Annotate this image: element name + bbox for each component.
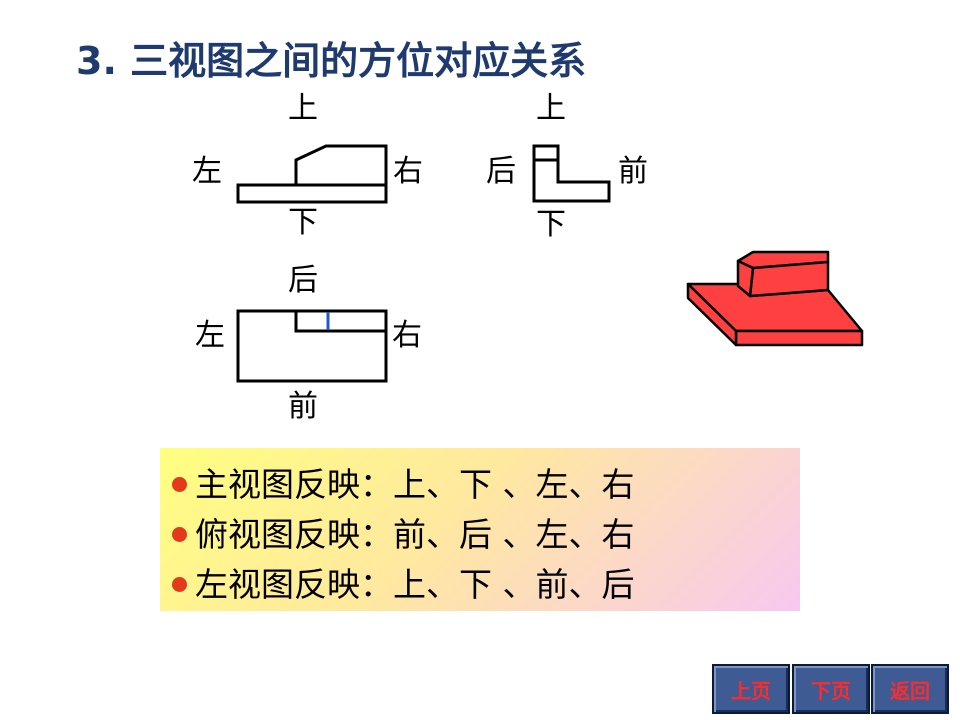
- bullet-icon: [172, 576, 187, 592]
- side-view-top-label: 上: [536, 91, 566, 126]
- front-view-block: [294, 144, 388, 185]
- page-title: 3. 三视图之间的方位对应关系: [76, 39, 587, 83]
- top-view-right-label: 右: [392, 318, 422, 353]
- bullet-icon: [172, 526, 187, 542]
- solid-base-front: [734, 329, 864, 347]
- summary-text: 左视图反映：上、下 、前、后: [195, 565, 635, 604]
- summary-item-side: 左视图反映：上、下 、前、后: [172, 558, 635, 606]
- top-view: [236, 309, 388, 383]
- solid-3d: [686, 250, 864, 347]
- front-view-base: [236, 183, 388, 204]
- front-view-bottom-label: 下: [288, 205, 318, 240]
- front-view-top-label: 上: [288, 91, 318, 126]
- next-page-button[interactable]: 下页: [792, 664, 870, 714]
- back-button[interactable]: 返回: [871, 664, 949, 714]
- side-view-bottom-label: 下: [536, 207, 566, 242]
- top-view-left-label: 左: [195, 318, 225, 353]
- summary-text: 主视图反映：上、下 、左、右: [195, 465, 635, 504]
- front-view-right-label: 右: [393, 154, 423, 189]
- summary-item-top: 俯视图反映：前、后 、左、右: [172, 508, 635, 556]
- top-view-bottom-label: 前: [288, 389, 318, 424]
- side-view-right-label: 前: [618, 154, 648, 189]
- top-view-top-label: 后: [288, 263, 318, 298]
- summary-text: 俯视图反映：前、后 、左、右: [195, 515, 635, 554]
- side-view-left-label: 后: [486, 154, 516, 189]
- front-view-left-label: 左: [192, 154, 222, 189]
- bullet-icon: [172, 476, 187, 492]
- side-view: [532, 144, 611, 203]
- prev-page-button[interactable]: 上页: [712, 664, 790, 714]
- solid-base-left: [686, 282, 738, 347]
- summary-box: 主视图反映：上、下 、左、右 俯视图反映：前、后 、左、右 左视图反映：上、下 …: [160, 448, 800, 611]
- top-view-outline: [236, 309, 388, 383]
- solid-block-front: [748, 260, 830, 298]
- top-view-block: [294, 311, 386, 333]
- solid-block-left: [736, 259, 755, 298]
- summary-item-front: 主视图反映：上、下 、左、右: [172, 458, 635, 506]
- front-view: [236, 144, 388, 204]
- side-view-shape: [532, 144, 611, 203]
